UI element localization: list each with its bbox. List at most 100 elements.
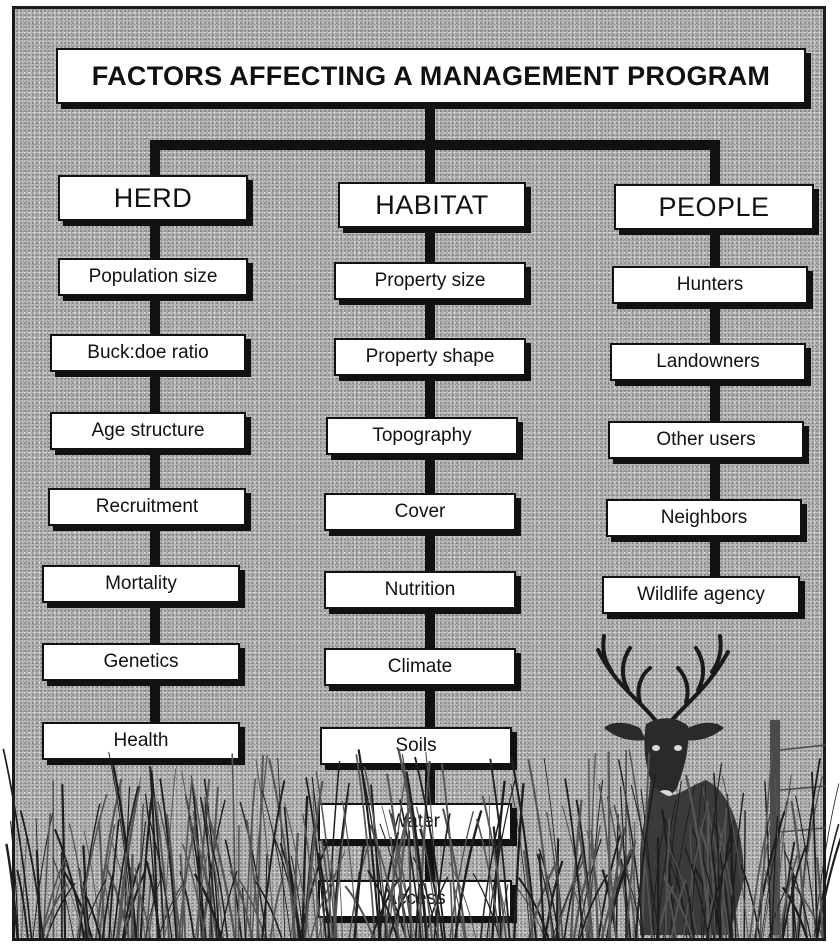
grass-blade [405,776,412,939]
grass-blade [150,770,165,939]
grass-blade [481,795,507,939]
grass-blade [401,880,416,939]
category-habitat: HABITAT [338,182,526,228]
habitat-item: Property shape [334,338,526,376]
grass-blade [181,843,206,939]
people-item: Neighbors [606,499,802,537]
grass-blade [441,763,458,939]
grass-blade [585,825,601,939]
grass-blade [145,860,162,939]
grass-blade [379,823,411,939]
grass-blade [46,860,69,939]
grass-blade [269,879,283,939]
grass-blade [42,812,52,939]
herd-item: Genetics [42,643,240,681]
grass-blade [19,810,45,939]
grass-blade [149,766,159,939]
category-herd: HERD [58,175,248,221]
grass-blade [791,873,795,939]
grass-blade [486,779,516,939]
grass-blade [668,848,699,939]
grass-blade [448,861,477,939]
grass-blade [304,780,324,939]
grass-blade [32,812,54,939]
herd-item: Buck:doe ratio [50,334,246,372]
grass-blade [137,803,145,939]
grass-blade [212,849,229,939]
grass-blade [630,784,660,939]
grass-blade [628,749,653,939]
grass-blade [358,758,388,939]
grass-blade [708,827,716,939]
grass-blade [268,758,297,939]
grass-blade [771,816,779,939]
grass-blade [489,758,511,939]
grass-blade [577,838,602,939]
grass-blade [54,829,86,939]
grass-blade [762,824,786,939]
grass-blade [355,754,376,939]
grass-blade [774,774,792,939]
grass-blade [220,870,238,939]
grass-blade [701,782,707,939]
grass-blade [743,810,746,939]
grass-blade [671,879,687,939]
grass-blade [662,872,677,939]
grass-blade [449,811,475,939]
grass-blade [131,858,134,939]
grass-blade [5,843,19,939]
grass-blade [726,793,737,939]
people-item: Other users [608,421,804,459]
grass-blade [21,837,28,939]
grass-blade [52,856,74,939]
people-item: Hunters [612,266,808,304]
grass-blade [201,886,212,939]
grass-blade [536,853,555,939]
herd-item: Population size [58,258,248,296]
grass-blade [241,887,246,939]
grass-blade [153,797,171,939]
grass-blade [181,780,193,939]
grass-blade [112,786,139,939]
grass-blade [245,819,260,939]
grass-blade [545,811,564,939]
grass-blade [134,866,146,939]
grass-blade [500,883,509,939]
grass-blade [479,803,504,939]
grass-blade [684,847,710,939]
grass-blade [388,884,412,939]
grass-blade [472,872,500,939]
grass-blade [793,885,824,939]
grass-blade [576,826,594,939]
grass-blade [311,776,327,939]
grass-blade [405,771,428,939]
habitat-item: Climate [324,648,516,686]
grass-blade [783,850,812,939]
herd-item: Health [42,722,240,760]
grass-blade [383,803,412,939]
diagram-title: FACTORS AFFECTING A MANAGEMENT PROGRAM [56,48,806,104]
grass-blade [193,873,223,939]
grass-blade [713,772,722,939]
grass-blade [517,877,550,939]
grass-blade [344,885,375,939]
grass-blade [590,830,600,939]
grass-blade [83,831,102,939]
grass-blade [101,869,116,939]
grass-blade [664,818,671,939]
people-item: Wildlife agency [602,576,800,614]
grass-blade [759,753,773,939]
grass-blade [729,792,745,939]
grass-blade [191,784,205,939]
grass-blade [303,831,315,939]
grass-blade [605,872,624,939]
grass-blade [76,793,108,939]
grass-blade [510,756,537,939]
herd-item: Recruitment [48,488,246,526]
grass-blade [781,841,796,939]
grass-blade [317,852,331,939]
grass-blade [433,813,451,939]
grass-blade [740,864,761,939]
grass-blade [684,883,695,939]
